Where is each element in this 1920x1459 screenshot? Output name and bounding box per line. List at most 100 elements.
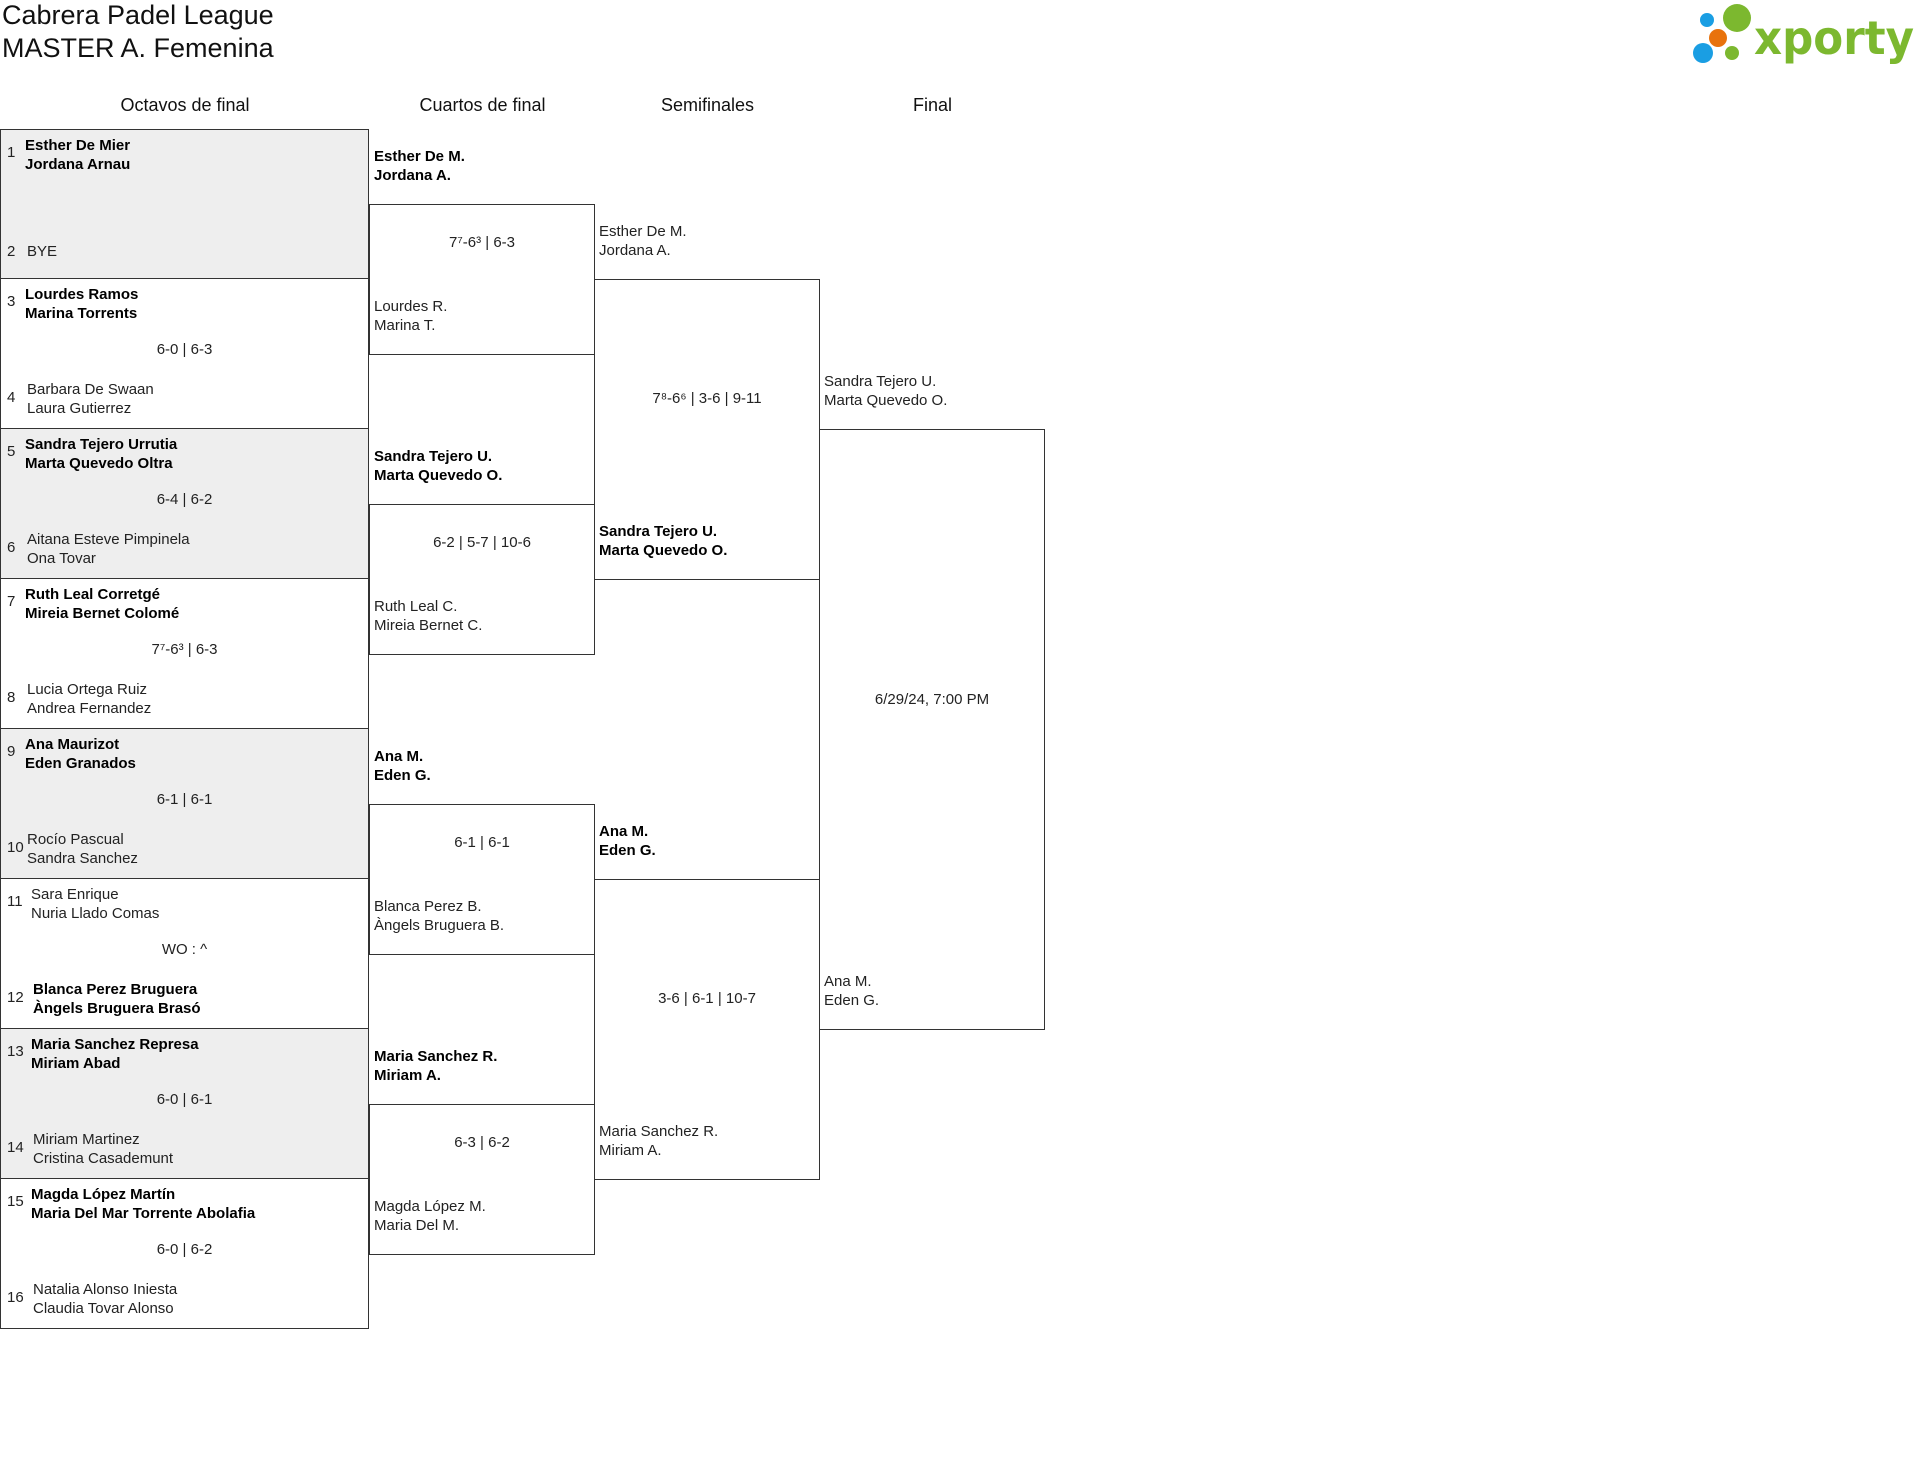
player-name: Jordana A. xyxy=(374,167,451,184)
final-team-bottom[interactable]: Ana M.Eden G. xyxy=(824,972,879,1010)
player-name: Blanca Perez Bruguera xyxy=(33,981,198,998)
player-name: Ana M. xyxy=(374,748,424,765)
player-name: Cristina Casademunt xyxy=(33,1150,174,1167)
player-name: Magda López Martín xyxy=(31,1186,176,1203)
seed-number: 2 xyxy=(7,243,16,260)
player-name: Marta Quevedo O. xyxy=(599,542,728,559)
player-name: Sandra Sanchez xyxy=(27,850,138,867)
player-name: Sandra Tejero Urrutia xyxy=(25,436,178,453)
quarterfinal-team-bottom[interactable]: Lourdes R.Marina T. xyxy=(374,297,447,335)
round-header-cuartos: Cuartos de final xyxy=(419,95,546,115)
player-name: BYE xyxy=(27,243,58,260)
seed-number: 12 xyxy=(7,989,24,1006)
player-name: Andrea Fernandez xyxy=(27,700,152,717)
player-name: Laura Gutierrez xyxy=(27,400,132,417)
quarterfinal-team-top[interactable]: Ana M. Eden G. xyxy=(374,747,431,785)
quarterfinal-team-bottom[interactable]: Blanca Perez B.Àngels Bruguera B. xyxy=(374,897,504,935)
quarterfinal-score: 7⁷-6³ | 6-3 xyxy=(448,234,515,251)
final-team-top[interactable]: Sandra Tejero U.Marta Quevedo O. xyxy=(824,372,947,410)
quarterfinal-score: 6-2 | 5-7 | 10-6 xyxy=(433,534,531,551)
logo-dot-blue-small xyxy=(1700,13,1714,27)
logo-dot-green-large xyxy=(1723,4,1751,32)
quarterfinal-team-top[interactable]: Maria Sanchez R.Miriam A. xyxy=(374,1047,497,1085)
player-name: Eden Granados xyxy=(25,755,136,772)
player-name: Miriam Martinez xyxy=(33,1131,140,1148)
team-bottom[interactable]: BYE xyxy=(27,242,57,261)
seed-number: 5 xyxy=(7,443,16,460)
logo-dot-orange xyxy=(1709,29,1727,47)
seed-number: 7 xyxy=(7,593,16,610)
player-name: Eden G. xyxy=(599,842,656,859)
semifinal-team-top[interactable]: Ana M. Eden G. xyxy=(599,822,656,860)
semifinal-team-bottom[interactable]: Sandra Tejero U. Marta Quevedo O. xyxy=(599,522,727,560)
quarterfinal-score: 6-1 | 6-1 xyxy=(454,834,510,851)
player-name: Marina T. xyxy=(374,317,436,334)
match-score: 6-1 | 6-1 xyxy=(156,791,213,808)
player-name: Marta Quevedo O. xyxy=(374,467,503,484)
seed-number: 16 xyxy=(7,1289,24,1306)
player-name: Àngels Bruguera B. xyxy=(374,917,505,934)
player-name: Jordana Arnau xyxy=(25,156,131,173)
player-name: Esther De M. xyxy=(599,223,687,240)
match-score: 6-0 | 6-1 xyxy=(156,1091,213,1108)
semifinal-team-bottom[interactable]: Maria Sanchez R.Miriam A. xyxy=(599,1122,718,1160)
player-name: Eden G. xyxy=(824,992,880,1009)
player-name: Esther De M. xyxy=(374,148,465,165)
player-name: Magda López M. xyxy=(374,1198,486,1215)
final-match-box[interactable] xyxy=(819,429,1045,1030)
round-header-semifinales: Semifinales xyxy=(660,95,755,115)
seed-number: 13 xyxy=(7,1043,24,1060)
player-name: Esther De Mier xyxy=(25,137,131,154)
semifinal-team-top[interactable]: Esther De M.Jordana A. xyxy=(599,222,687,260)
quarterfinal-team-bottom[interactable]: Magda López M. Maria Del M. xyxy=(374,1197,486,1235)
player-name: Ana M. xyxy=(599,823,649,840)
seed-number: 8 xyxy=(7,689,16,706)
player-name: Maria Del M. xyxy=(374,1217,460,1234)
seed-number: 10 xyxy=(7,839,24,856)
player-name: Maria Del Mar Torrente Abolafia xyxy=(31,1205,256,1222)
match-score: WO : ^ xyxy=(161,941,208,958)
logo-dot-blue-large xyxy=(1693,43,1713,63)
quarterfinal-team-top[interactable]: Sandra Tejero U.Marta Quevedo O. xyxy=(374,447,502,485)
player-name: Lourdes Ramos xyxy=(25,286,139,303)
player-name: Ona Tovar xyxy=(27,550,96,567)
seed-number: 14 xyxy=(7,1139,24,1156)
quarterfinal-team-bottom[interactable]: Ruth Leal C.Mireia Bernet C. xyxy=(374,597,482,635)
player-name: Marina Torrents xyxy=(25,305,138,322)
player-name: Mireia Bernet Colomé xyxy=(25,605,180,622)
league-title: Cabrera Padel League xyxy=(2,0,274,30)
round-header-octavos: Octavos de final xyxy=(120,95,250,115)
player-name: Maria Sanchez Represa xyxy=(31,1036,199,1053)
player-name: Eden G. xyxy=(374,767,431,784)
player-name: Nuria Llado Comas xyxy=(31,905,160,922)
seed-number: 9 xyxy=(7,743,16,760)
player-name: Sandra Tejero U. xyxy=(599,523,718,540)
quarterfinal-team-top[interactable]: Esther De M. Jordana A. xyxy=(374,147,465,185)
player-name: Lucia Ortega Ruiz xyxy=(27,681,148,698)
player-name: Aitana Esteve Pimpinela xyxy=(27,531,190,548)
final-datetime: 6/29/24, 7:00 PM xyxy=(874,691,990,708)
